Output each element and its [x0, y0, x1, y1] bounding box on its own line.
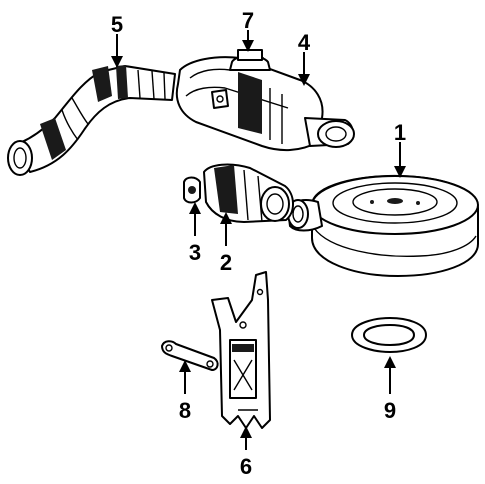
callout-7: 7: [242, 8, 254, 33]
callout-2: 2: [220, 250, 232, 275]
callout-4-arrow: [298, 74, 310, 86]
callout-7-arrow: [242, 40, 254, 52]
part-9-gasket: [351, 317, 427, 353]
callout-6: 6: [240, 454, 252, 479]
callout-5-arrow: [111, 56, 123, 68]
callout-3: 3: [189, 240, 201, 265]
callout-labels: 1 2 3 4 5 6 7 8 9: [111, 8, 406, 479]
part-6-bracket: [211, 271, 271, 429]
callout-3-arrow: [189, 202, 201, 214]
part-5-intake-duct: [7, 65, 176, 176]
part-1-air-cleaner-housing: [287, 174, 479, 277]
callout-6-arrow: [240, 426, 252, 438]
leader-lines: [111, 30, 406, 450]
part-8-strap: [161, 340, 219, 371]
callout-9: 9: [384, 398, 396, 423]
part-7-clamp: [229, 49, 271, 71]
callout-8-arrow: [179, 360, 191, 372]
part-3-sensor: [183, 176, 201, 204]
callout-2-arrow: [220, 212, 232, 224]
callout-1: 1: [394, 120, 406, 145]
callout-8: 8: [179, 398, 191, 423]
callout-9-arrow: [384, 356, 396, 368]
callout-5: 5: [111, 12, 123, 37]
callout-1-arrow: [394, 166, 406, 178]
part-2-inlet-hose: [203, 163, 294, 223]
callout-4: 4: [298, 30, 311, 55]
part-4-canister: [175, 56, 355, 152]
